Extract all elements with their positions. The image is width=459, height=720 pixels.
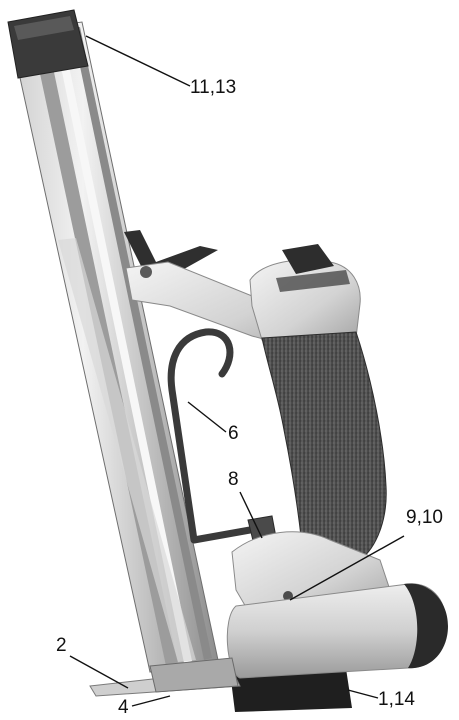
leader-2 [69, 655, 129, 689]
leader-1-14 [347, 689, 379, 699]
callout-8: 8 [228, 469, 239, 490]
nose-end-cap [404, 583, 448, 669]
callout-4: 4 [118, 697, 129, 718]
leader-4 [131, 695, 171, 707]
pivot-screw [140, 266, 152, 278]
leader-lines [69, 35, 405, 707]
leader-11-13 [85, 35, 191, 87]
leader-8 [239, 491, 263, 539]
callout-11-13: 11,13 [190, 77, 237, 98]
rubber-grip [261, 331, 387, 567]
belt-hook [167, 328, 254, 544]
callout-6: 6 [228, 423, 239, 444]
leader-6 [187, 401, 227, 433]
guide-plate [149, 657, 239, 693]
magazine-rail [9, 21, 219, 673]
leader-9-10 [289, 535, 405, 601]
callout-1-14: 1,14 [378, 689, 415, 710]
adjust-screw [283, 591, 293, 601]
air-inlet-cap [282, 244, 334, 274]
callout-2: 2 [56, 635, 67, 656]
callout-9-10: 9,10 [406, 507, 443, 528]
